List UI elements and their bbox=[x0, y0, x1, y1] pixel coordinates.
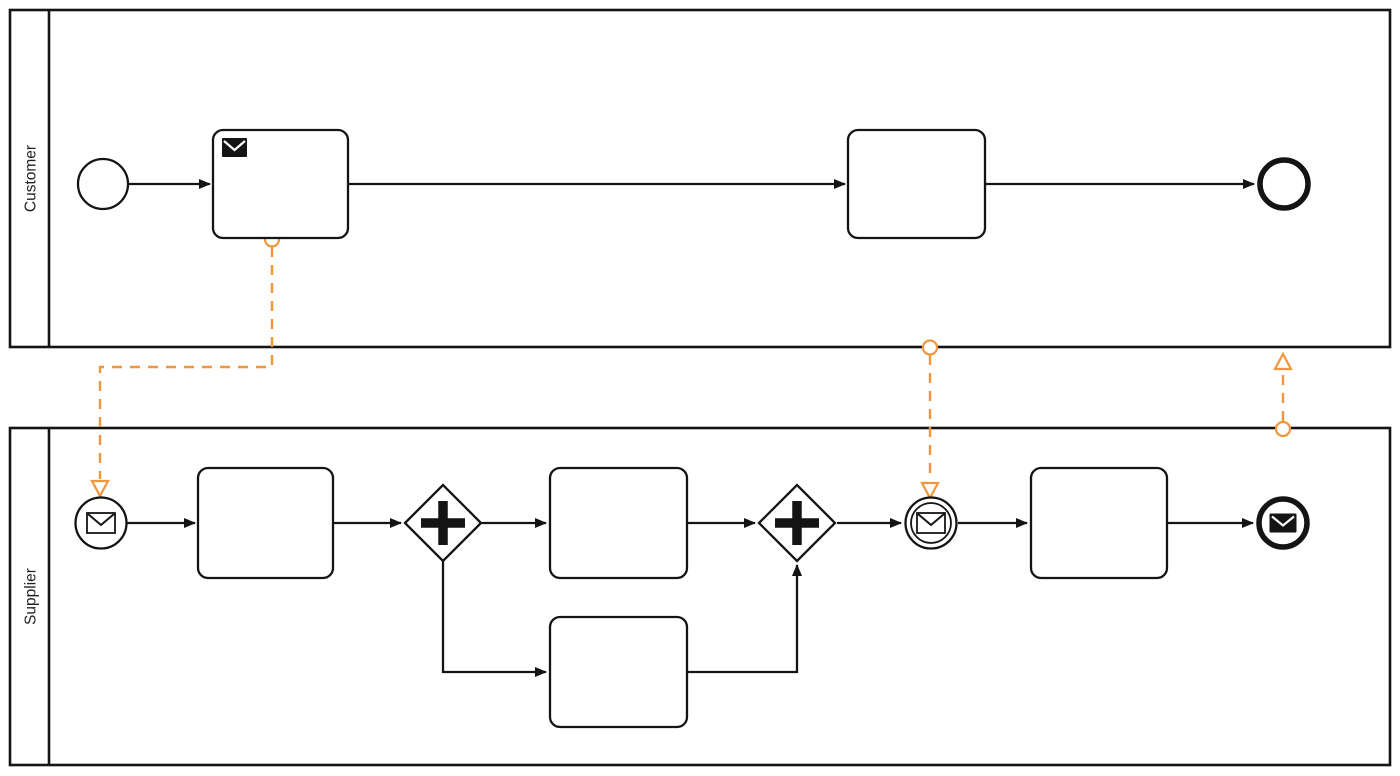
task[interactable] bbox=[548, 466, 689, 580]
parallel-gateway-join[interactable] bbox=[757, 483, 837, 563]
sequence-flow[interactable] bbox=[687, 564, 802, 674]
message-outline-icon bbox=[86, 512, 116, 534]
message-flow-arrow-icon bbox=[920, 481, 940, 501]
message-flow-arrow-icon bbox=[90, 479, 110, 499]
message-flow-source-dot bbox=[921, 339, 939, 356]
pool-supplier-label: Supplier bbox=[22, 568, 39, 625]
message-flow-source-dot bbox=[1274, 420, 1292, 438]
task[interactable] bbox=[548, 615, 689, 729]
sequence-flow[interactable] bbox=[441, 561, 547, 677]
send-task[interactable] bbox=[211, 128, 350, 240]
message-filled-icon bbox=[1269, 513, 1297, 533]
pool-customer-label: Customer bbox=[22, 145, 39, 212]
start-event[interactable] bbox=[76, 157, 130, 211]
task[interactable] bbox=[846, 128, 987, 240]
parallel-gateway-split[interactable] bbox=[403, 483, 483, 563]
end-event[interactable] bbox=[1257, 157, 1311, 211]
plus-icon bbox=[775, 501, 819, 545]
message-outline-icon bbox=[916, 512, 946, 534]
plus-icon bbox=[421, 501, 465, 545]
message-flow-pool-to-catch[interactable] bbox=[920, 339, 940, 501]
message-end-event[interactable] bbox=[1256, 496, 1310, 550]
message-flow-supplier-to-customer[interactable] bbox=[1273, 351, 1293, 438]
message-start-event[interactable] bbox=[74, 496, 128, 550]
message-filled-icon bbox=[222, 138, 247, 157]
task[interactable] bbox=[1029, 466, 1169, 580]
task[interactable] bbox=[196, 466, 335, 580]
message-catch-event[interactable] bbox=[904, 496, 958, 550]
message-flow-arrow-icon bbox=[1273, 351, 1293, 371]
